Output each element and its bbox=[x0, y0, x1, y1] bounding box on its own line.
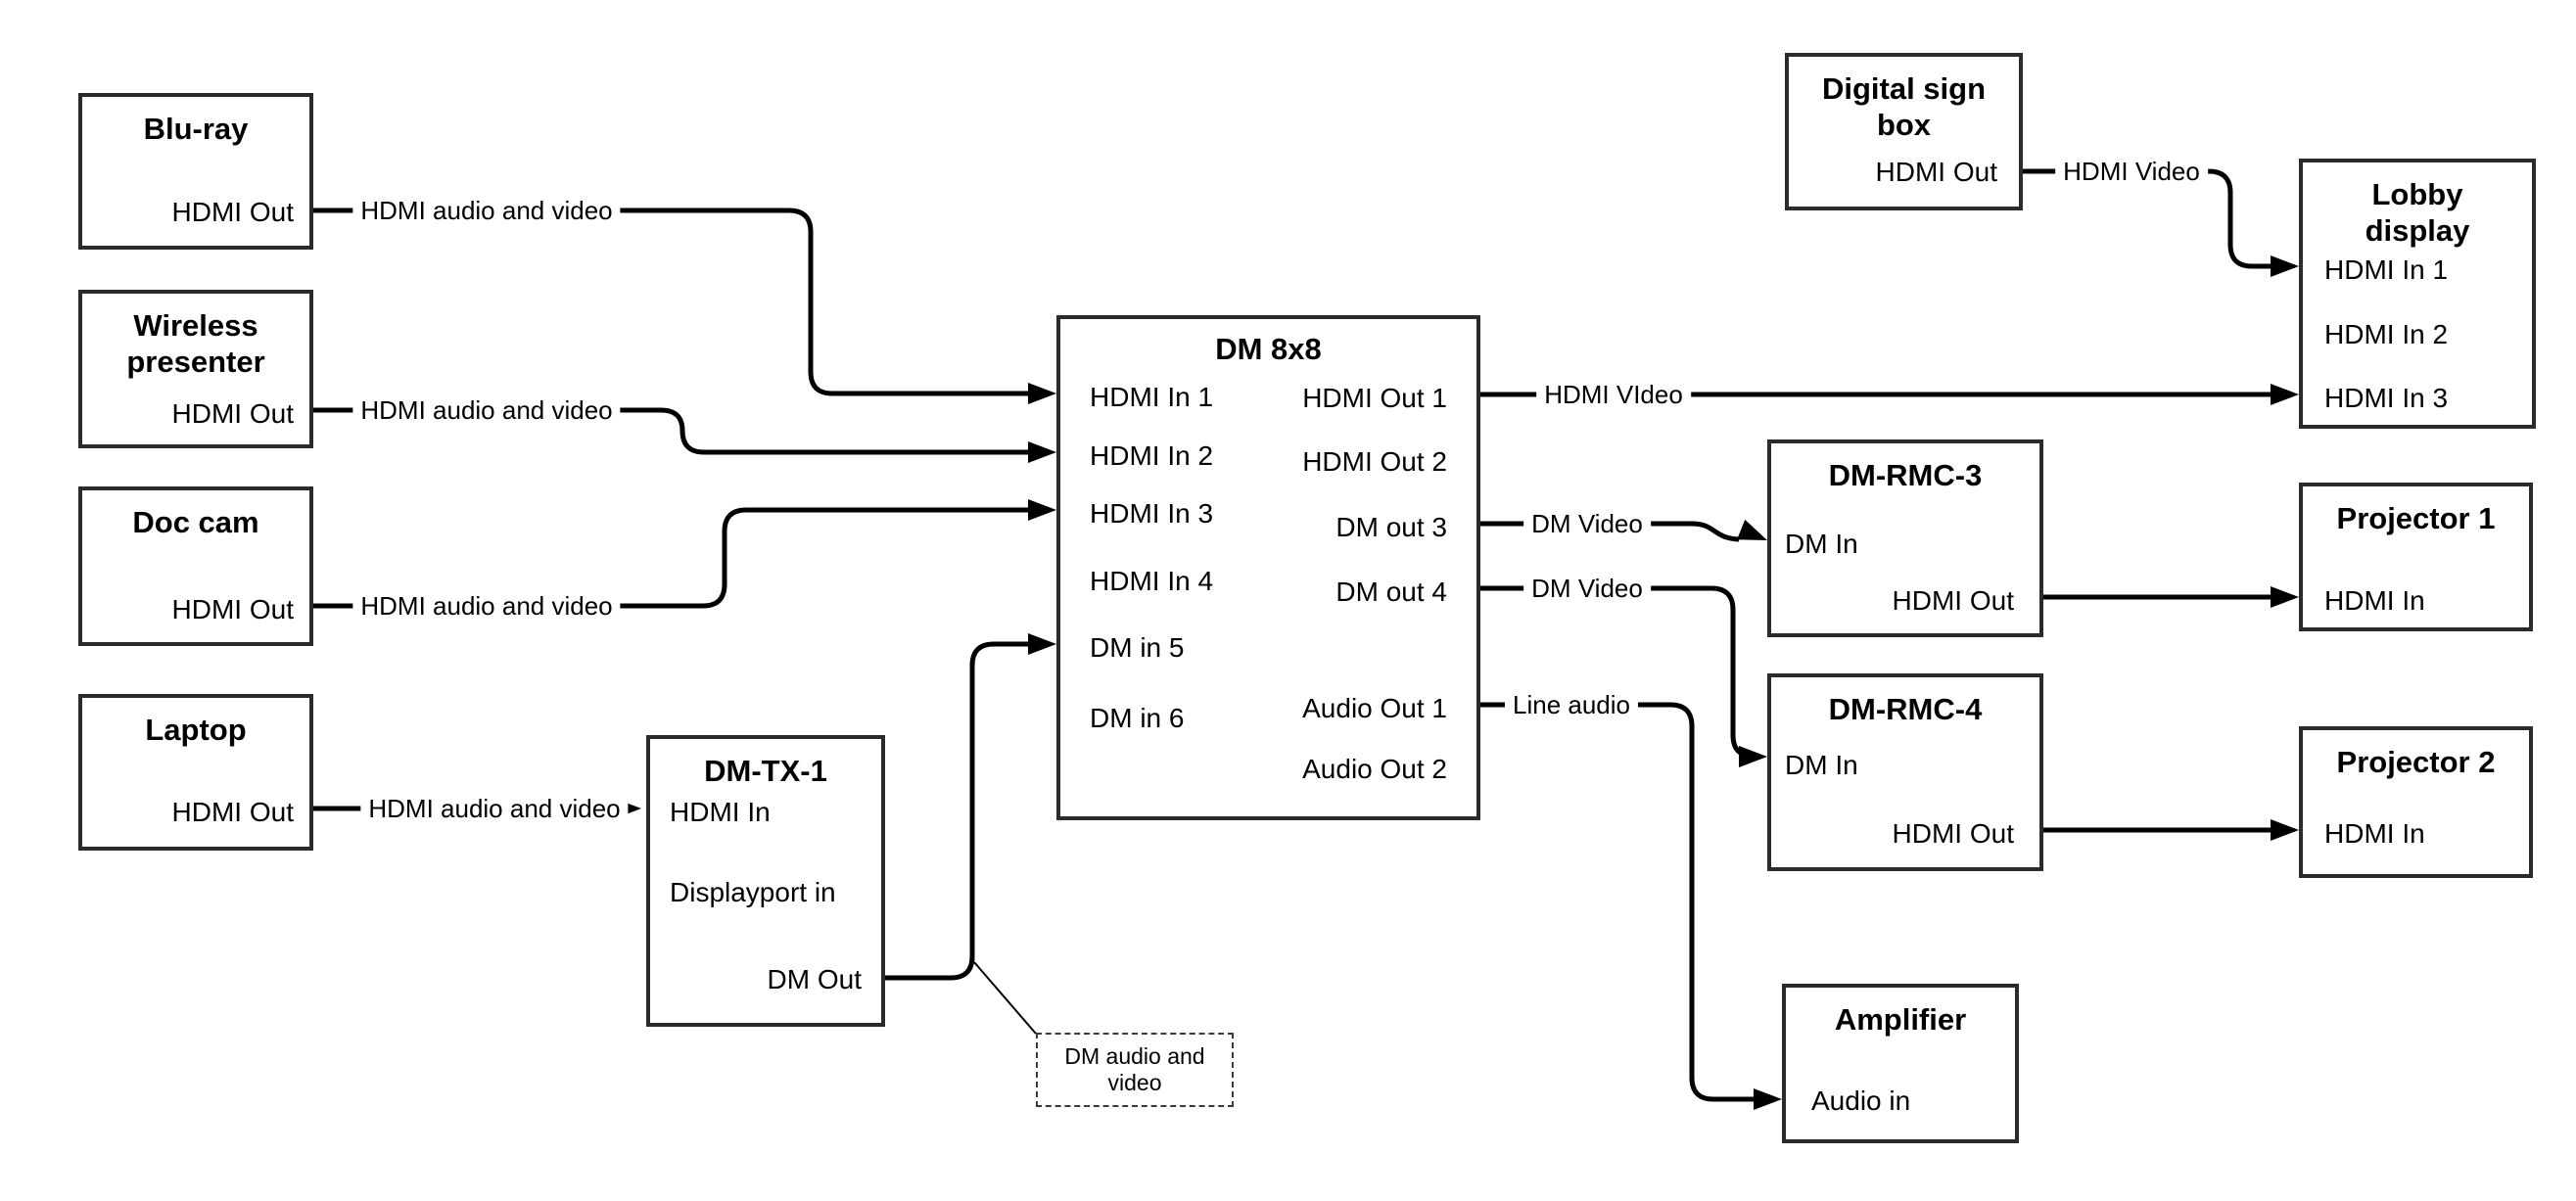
wire-audio-out-1-to-amplifier bbox=[1480, 702, 1755, 1102]
port-hdmi-in: HDMI In bbox=[670, 797, 771, 827]
port-hdmi-in-1: HDMI In 1 bbox=[2324, 254, 2449, 285]
port-dm-out-4: DM out 4 bbox=[1335, 577, 1447, 607]
node-laptop: Laptop HDMI Out bbox=[78, 694, 313, 851]
port-displayport-in: Displayport in bbox=[670, 877, 836, 907]
wire-label-dm-video-out4: DM Video bbox=[1523, 573, 1651, 604]
node-title: DM 8x8 bbox=[1215, 332, 1322, 366]
port-audio-out-2: Audio Out 2 bbox=[1302, 754, 1447, 784]
node-title: DM-RMC-4 bbox=[1828, 692, 1983, 726]
wire-dm-out-4-to-rmc4 bbox=[1480, 585, 1756, 760]
node-dm-rmc-4: DM-RMC-4 DM In HDMI Out bbox=[1767, 673, 2043, 871]
port-hdmi-out: HDMI Out bbox=[171, 594, 294, 624]
arrowhead bbox=[1754, 1088, 1782, 1110]
port-audio-in: Audio in bbox=[1811, 1086, 1911, 1116]
wire-wireless-to-hdmi-in-2 bbox=[313, 407, 1029, 455]
port-hdmi-out: HDMI Out bbox=[1892, 585, 2014, 616]
arrowhead bbox=[1739, 746, 1767, 767]
port-hdmi-out-1: HDMI Out 1 bbox=[1302, 383, 1447, 413]
wire-dm-out-3-to-rmc3 bbox=[1480, 521, 1740, 542]
callout-text: DM audio and video bbox=[1064, 1043, 1205, 1095]
wire-label-hdmi-av-laptop: HDMI audio and video bbox=[360, 793, 629, 824]
node-dm-rmc-3: DM-RMC-3 DM In HDMI Out bbox=[1767, 439, 2043, 637]
node-title: Wireless presenter bbox=[126, 308, 265, 379]
node-title: Projector 2 bbox=[2336, 745, 2496, 779]
arrowhead bbox=[2271, 255, 2299, 277]
wire-label-hdmi-av-wireless: HDMI audio and video bbox=[352, 394, 621, 426]
port-hdmi-in-4: HDMI In 4 bbox=[1090, 566, 1214, 596]
port-hdmi-out-2: HDMI Out 2 bbox=[1302, 446, 1447, 477]
port-hdmi-in-1: HDMI In 1 bbox=[1090, 382, 1214, 412]
node-title: Doc cam bbox=[132, 505, 259, 539]
port-dm-out: DM Out bbox=[767, 964, 862, 994]
node-title: DM-RMC-3 bbox=[1828, 458, 1983, 492]
wire-dmtx1-to-dm-in-5 bbox=[885, 641, 1029, 981]
port-hdmi-in-2: HDMI In 2 bbox=[1090, 440, 1214, 471]
node-title: Lobby display bbox=[2365, 177, 2470, 248]
port-dm-in-6: DM in 6 bbox=[1090, 703, 1185, 733]
arrowhead bbox=[1028, 383, 1056, 404]
node-title: Laptop bbox=[145, 713, 247, 747]
node-projector-1: Projector 1 HDMI In bbox=[2299, 483, 2533, 631]
port-hdmi-in: HDMI In bbox=[2324, 818, 2425, 849]
node-title: DM-TX-1 bbox=[704, 754, 827, 788]
port-hdmi-out: HDMI Out bbox=[171, 797, 294, 827]
arrowhead bbox=[2271, 586, 2299, 608]
arrowhead bbox=[1028, 633, 1056, 655]
arrowhead bbox=[2271, 819, 2299, 841]
port-dm-in: DM In bbox=[1785, 750, 1858, 780]
node-dm-tx-1: DM-TX-1 HDMI In Displayport in DM Out bbox=[646, 735, 885, 1027]
wire-label-line-audio: Line audio bbox=[1505, 689, 1638, 720]
node-wireless-presenter: Wireless presenter HDMI Out bbox=[78, 290, 313, 448]
wire-doccam-to-hdmi-in-3 bbox=[313, 507, 1029, 609]
port-hdmi-in-2: HDMI In 2 bbox=[2324, 319, 2449, 349]
wire-label-hdmi-video-digitalsign: HDMI Video bbox=[2055, 156, 2208, 187]
wire-label-hdmi-av-bluray: HDMI audio and video bbox=[352, 195, 621, 226]
wire-label-dm-video-out3: DM Video bbox=[1523, 508, 1651, 539]
port-hdmi-out: HDMI Out bbox=[171, 398, 294, 429]
port-hdmi-out: HDMI Out bbox=[1875, 157, 1997, 187]
node-amplifier: Amplifier Audio in bbox=[1782, 984, 2019, 1143]
node-lobby-display: Lobby display HDMI In 1 HDMI In 2 HDMI I… bbox=[2299, 159, 2536, 429]
arrowhead bbox=[1736, 519, 1767, 540]
port-hdmi-out: HDMI Out bbox=[171, 197, 294, 227]
node-title: Digital sign box bbox=[1821, 71, 1987, 142]
port-dm-out-3: DM out 3 bbox=[1335, 512, 1447, 542]
node-doc-cam: Doc cam HDMI Out bbox=[78, 486, 313, 646]
node-blu-ray: Blu-ray HDMI Out bbox=[78, 93, 313, 250]
node-projector-2: Projector 2 HDMI In bbox=[2299, 726, 2533, 878]
port-hdmi-in-3: HDMI In 3 bbox=[1090, 498, 1214, 529]
port-hdmi-in-3: HDMI In 3 bbox=[2324, 383, 2449, 413]
arrowhead bbox=[1028, 499, 1056, 521]
node-title: Amplifier bbox=[1834, 1002, 1967, 1037]
node-title: Blu-ray bbox=[143, 112, 249, 146]
port-hdmi-out: HDMI Out bbox=[1892, 818, 2014, 849]
wire-label-hdmi-av-doccam: HDMI audio and video bbox=[352, 590, 621, 622]
port-dm-in-5: DM in 5 bbox=[1090, 632, 1185, 663]
node-title: Projector 1 bbox=[2336, 501, 2496, 535]
callout-dm-audio-video: DM audio and video bbox=[1036, 1033, 1234, 1107]
port-dm-in: DM In bbox=[1785, 529, 1858, 559]
arrowhead bbox=[2271, 384, 2299, 405]
wire-label-hdmi-video-out1: HDMI VIdeo bbox=[1536, 379, 1691, 410]
wire-bluray-to-hdmi-in-1 bbox=[313, 208, 1029, 396]
node-dm-8x8: DM 8x8 HDMI In 1 HDMI In 2 HDMI In 3 HDM… bbox=[1056, 315, 1480, 820]
arrowhead bbox=[1028, 441, 1056, 463]
node-digital-sign-box: Digital sign box HDMI Out bbox=[1785, 53, 2023, 210]
callout-leader-line bbox=[973, 961, 1037, 1035]
wire-digitalsign-to-lobby bbox=[2023, 168, 2272, 269]
port-hdmi-in: HDMI In bbox=[2324, 585, 2425, 616]
port-audio-out-1: Audio Out 1 bbox=[1302, 693, 1447, 723]
